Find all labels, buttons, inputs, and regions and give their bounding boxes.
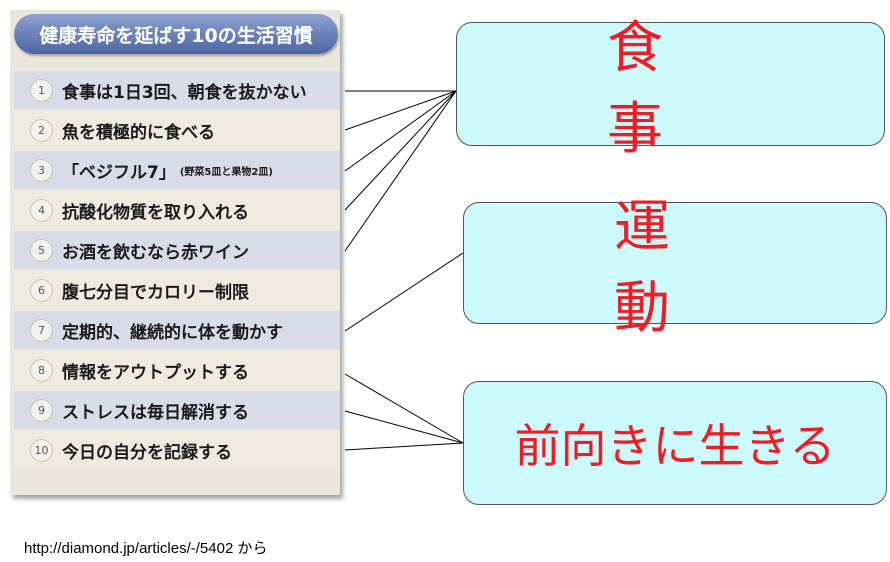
habit-text: 腹七分目でカロリー制限: [62, 282, 249, 303]
habit-row: 4 抗酸化物質を取り入れる: [14, 191, 340, 229]
habit-number: 2: [30, 118, 53, 142]
connector-line: [344, 373, 464, 444]
category-box-exercise: 運動: [463, 195, 887, 341]
connector-line: [344, 442, 464, 451]
habit-row: 6 腹七分目でカロリー制限: [14, 271, 340, 309]
connector-line: [344, 410, 464, 444]
habit-text: 「ベジフル7」: [62, 162, 176, 183]
habit-row: 7 定期的、継続的に体を動かす: [14, 311, 340, 349]
habit-number: 3: [30, 158, 53, 182]
habit-number: 1: [30, 78, 53, 102]
habit-note: (野菜5皿と果物2皿): [179, 166, 273, 178]
habit-row: 8 情報をアウトプットする: [14, 351, 340, 389]
habit-text: 抗酸化物質を取り入れる: [62, 202, 249, 223]
habit-row: 5 お酒を飲むなら赤ワイン: [14, 231, 340, 269]
habit-number: 9: [30, 398, 53, 422]
habit-row: 10 今日の自分を記録する: [14, 431, 340, 469]
category-box-food: 食事: [456, 16, 885, 162]
habit-row: 1 食事は1日3回、朝食を抜かない: [14, 71, 340, 109]
habit-number: 8: [30, 358, 53, 382]
habit-text: 定期的、継続的に体を動かす: [62, 322, 283, 343]
habit-number: 10: [30, 438, 53, 462]
habit-row: 3 「ベジフル7」(野菜5皿と果物2皿): [14, 151, 340, 189]
habit-number: 5: [30, 238, 53, 262]
source-caption: http://diamond.jp/articles/-/5402 から: [24, 540, 268, 557]
habit-text: 食事は1日3回、朝食を抜かない: [62, 82, 307, 103]
habit-row: 2 魚を積極的に食べる: [14, 111, 340, 149]
habit-text: ストレスは毎日解消する: [62, 402, 249, 423]
habit-text: 今日の自分を記録する: [62, 442, 232, 463]
category-box-positive: 前向きに生きる: [463, 381, 887, 505]
habits-title: 健康寿命を延ばす10の生活習慣: [14, 14, 338, 54]
habit-number: 4: [30, 198, 53, 222]
habit-text: お酒を飲むなら赤ワイン: [62, 242, 249, 263]
habit-row: 9 ストレスは毎日解消する: [14, 391, 340, 429]
connector-line: [344, 252, 464, 332]
habit-text: 魚を積極的に食べる: [62, 122, 215, 143]
connector-line: [344, 90, 457, 131]
connector-line: [344, 90, 457, 172]
habit-number: 6: [30, 278, 53, 302]
connector-line: [344, 90, 457, 252]
habit-number: 7: [30, 318, 53, 342]
connector-line: [344, 90, 457, 211]
habit-text: 情報をアウトプットする: [62, 362, 249, 383]
